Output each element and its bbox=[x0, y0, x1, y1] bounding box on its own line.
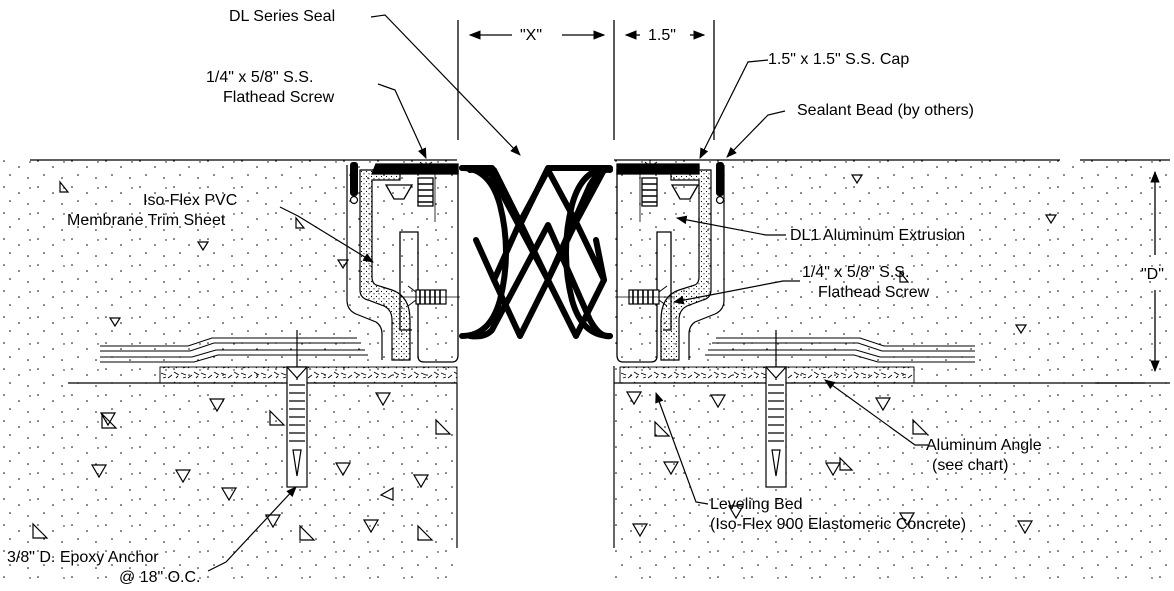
left-epoxy-anchor bbox=[285, 330, 309, 488]
left-leveling-bed bbox=[159, 366, 458, 384]
dl-series-seal-label: DL Series Seal bbox=[229, 8, 336, 25]
extrusion-label: DL1 Aluminum Extrusion bbox=[790, 227, 966, 244]
right-membrane-trim-sheet bbox=[705, 337, 975, 363]
dimension-x-label: "X" bbox=[520, 27, 543, 44]
leveling-bed-label-line2: (Iso-Flex 900 Elastomeric Concrete) bbox=[710, 516, 967, 533]
aggregate-marks bbox=[32, 174, 1058, 541]
right-dl1-extrusion bbox=[616, 161, 700, 363]
flathead-screw-right-label-line1: 1/4" x 5/8" S.S. bbox=[802, 264, 910, 281]
left-aluminum-angle bbox=[346, 162, 411, 361]
leveling-bed-label-line1: Leveling Bed bbox=[710, 496, 803, 513]
left-anchor-screw bbox=[400, 285, 460, 307]
flathead-screw-right-label-line2: Flathead Screw bbox=[818, 284, 930, 301]
right-aluminum-angle bbox=[660, 162, 725, 361]
ss-cap-label: 1.5" x 1.5" S.S. Cap bbox=[768, 51, 910, 68]
dl-series-seal bbox=[459, 165, 613, 340]
epoxy-anchor-label-line2: @ 18" O.C. bbox=[119, 569, 201, 586]
dimension-cap-width bbox=[624, 20, 715, 140]
epoxy-anchor-label-line1: 3/8" D. Epoxy Anchor bbox=[7, 549, 159, 566]
leader-lines bbox=[207, 14, 928, 572]
aluminum-angle-label-line1: Aluminum Angle bbox=[926, 437, 1042, 454]
sealant-bead-label: Sealant Bead (by others) bbox=[797, 102, 974, 119]
dimension-x bbox=[457, 20, 615, 140]
flathead-screw-left-label-line2: Flathead Screw bbox=[223, 89, 335, 106]
membrane-label-line1: Iso-Flex PVC bbox=[143, 192, 238, 209]
dimension-d-label: "D" bbox=[1141, 266, 1164, 283]
membrane-label-line2: Membrane Trim Sheet bbox=[67, 212, 226, 229]
flathead-screw-left-label-line1: 1/4" x 5/8" S.S. bbox=[206, 69, 314, 86]
left-dl1-extrusion bbox=[371, 161, 459, 363]
aluminum-angle-label-line2: (see chart) bbox=[932, 457, 1009, 474]
right-anchor-screw bbox=[615, 285, 675, 307]
left-membrane-trim-sheet bbox=[100, 337, 368, 363]
dimension-d bbox=[1080, 159, 1170, 384]
dimension-cap-width-label: 1.5" bbox=[648, 27, 676, 44]
right-epoxy-anchor bbox=[764, 330, 788, 488]
